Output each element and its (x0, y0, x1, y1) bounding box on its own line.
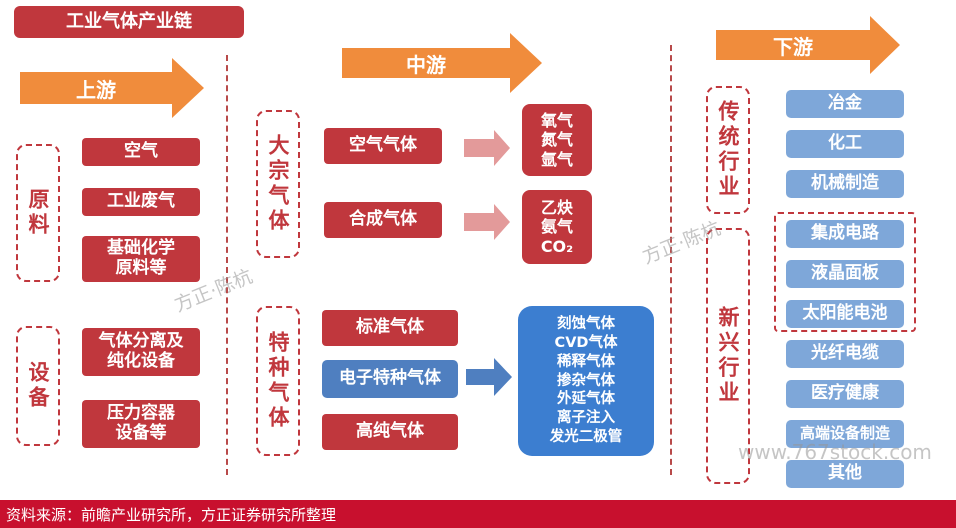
item-machinery: 机械制造 (786, 170, 904, 198)
arrow-synthetic-gas (464, 204, 510, 240)
item-air-gas: 空气气体 (324, 128, 442, 164)
app-epitaxy-gas: 外延气体 (557, 391, 615, 408)
bulk-gas-group: 大宗气体 (256, 110, 300, 258)
item-separation-purification-equipment: 气体分离及 纯化设备 (82, 328, 200, 376)
item-chemical-industry: 化工 (786, 130, 904, 158)
raw-materials-group: 原料 (16, 144, 60, 282)
app-doping-gas: 掺杂气体 (557, 372, 615, 389)
equipment-label: 设备 (26, 361, 50, 411)
item-high-end-equipment: 高端设备制造 (786, 420, 904, 448)
watermark-url: www.767stock.com (738, 440, 932, 464)
emerging-industry-group: 新兴行业 (706, 228, 750, 484)
upstream-arrow (20, 58, 204, 118)
air-gas-products: 氧气 氮气 氩气 (522, 104, 592, 176)
separator-right (670, 45, 672, 475)
product-argon: 氩气 (540, 149, 573, 169)
product-oxygen: 氧气 (540, 111, 573, 131)
item-synthetic-gas: 合成气体 (324, 202, 442, 238)
emerging-industry-label: 新兴行业 (716, 306, 740, 406)
source-footer: 资料来源：前瞻产业研究所，方正证券研究所整理 (0, 500, 956, 528)
app-cvd-gas: CVD气体 (554, 334, 618, 351)
item-high-purity-gas: 高纯气体 (322, 414, 458, 450)
app-etching-gas: 刻蚀气体 (557, 316, 615, 333)
product-co2: CO₂ (540, 236, 574, 256)
item-solar-cell: 太阳能电池 (786, 300, 904, 328)
electronic-gas-applications: 刻蚀气体 CVD气体 稀释气体 掺杂气体 外延气体 离子注入 发光二极管 (518, 306, 654, 456)
product-ammonia: 氨气 (540, 217, 573, 237)
special-gas-group: 特种气体 (256, 306, 300, 456)
downstream-arrow (716, 16, 900, 74)
traditional-industry-label: 传统行业 (716, 100, 740, 200)
item-healthcare: 医疗健康 (786, 380, 904, 408)
midstream-label: 中游 (406, 52, 446, 77)
app-dilution-gas: 稀释气体 (557, 353, 615, 370)
item-standard-gas: 标准气体 (322, 310, 458, 346)
item-basic-chemical-materials: 基础化学 原料等 (82, 236, 200, 282)
raw-materials-label: 原料 (26, 188, 50, 238)
traditional-industry-group: 传统行业 (706, 86, 750, 214)
product-nitrogen: 氮气 (540, 130, 573, 150)
highlight-frame (774, 212, 916, 332)
downstream-label: 下游 (773, 34, 813, 59)
page-title: 工业气体产业链 (14, 6, 244, 38)
separator-left (226, 55, 228, 475)
equipment-group: 设备 (16, 326, 60, 446)
item-air: 空气 (82, 138, 200, 166)
midstream-arrow (342, 33, 542, 93)
item-others: 其他 (786, 460, 904, 488)
item-optical-fiber-cable: 光纤电缆 (786, 340, 904, 368)
upstream-label: 上游 (76, 77, 116, 102)
item-integrated-circuit: 集成电路 (786, 220, 904, 248)
app-ion-implantation: 离子注入 (557, 410, 615, 427)
product-acetylene: 乙炔 (540, 198, 573, 218)
bulk-gas-label: 大宗气体 (266, 134, 290, 234)
item-industrial-waste-gas: 工业废气 (82, 188, 200, 216)
item-pressure-vessel-equipment: 压力容器 设备等 (82, 400, 200, 448)
arrow-electronic-gas (466, 358, 512, 396)
arrow-air-gas (464, 130, 510, 166)
special-gas-label: 特种气体 (266, 331, 290, 431)
item-lcd-panel: 液晶面板 (786, 260, 904, 288)
synthetic-gas-products: 乙炔 氨气 CO₂ (522, 190, 592, 264)
item-electronic-special-gas: 电子特种气体 (322, 360, 458, 398)
item-metallurgy: 冶金 (786, 90, 904, 118)
app-led: 发光二极管 (549, 429, 623, 446)
